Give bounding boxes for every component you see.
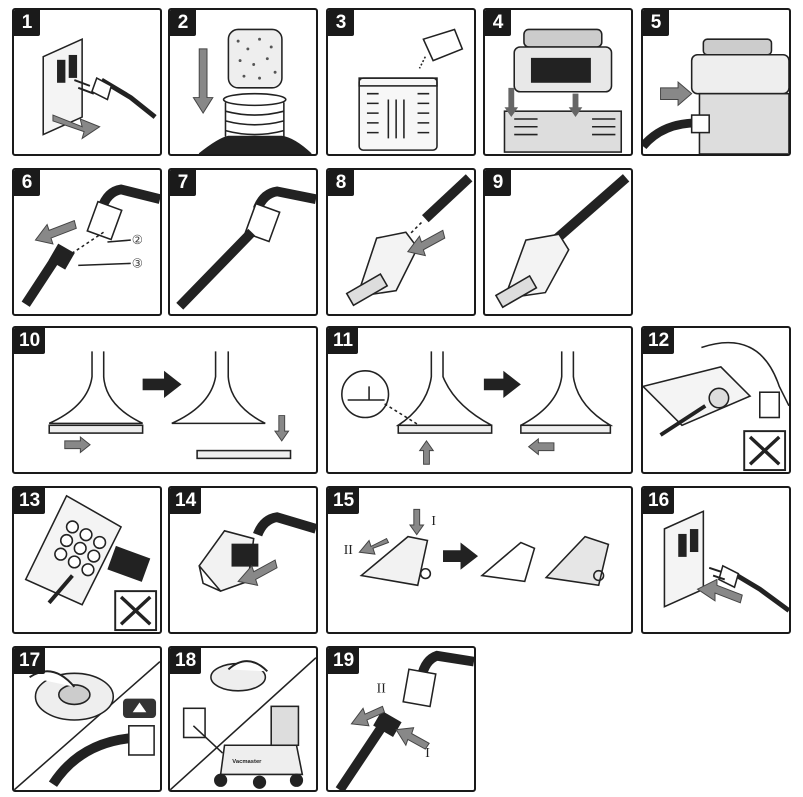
reinstall-nozzle-plate-illustration bbox=[341, 351, 614, 465]
remove-upholstery-tool-cover-illustration: I II bbox=[344, 508, 610, 587]
left-arrow-icon bbox=[527, 437, 555, 456]
step-number-badge: 13 bbox=[14, 488, 46, 514]
pull-arrow-icon bbox=[52, 114, 101, 140]
disconnect-wand-from-hose-illustration: II I bbox=[335, 650, 474, 790]
right-arrow-icon bbox=[660, 80, 693, 107]
attach-upholstery-tool-illustration bbox=[198, 512, 316, 593]
brand-label: Vacmaster bbox=[232, 759, 262, 765]
step-number-badge: 17 bbox=[14, 648, 46, 674]
step-number-badge: 7 bbox=[170, 170, 196, 196]
callout-3: ③ bbox=[132, 256, 143, 270]
step-4-panel: 4 bbox=[483, 8, 633, 156]
step-15-panel: 15 I II bbox=[326, 486, 633, 634]
step-number-badge: 3 bbox=[328, 10, 354, 36]
nozzle-attached-illustration bbox=[494, 174, 630, 309]
step-1-panel: 1 bbox=[12, 8, 162, 156]
right-arrow-icon bbox=[483, 370, 521, 399]
step-13-panel: 13 bbox=[12, 486, 162, 634]
step-number-badge: 2 bbox=[170, 10, 196, 36]
step-number-badge: 14 bbox=[170, 488, 202, 514]
step-14-panel: 14 bbox=[168, 486, 318, 634]
right-arrow-icon bbox=[142, 370, 182, 399]
fill-solution-tank-illustration bbox=[358, 28, 464, 151]
do-not-disassemble-nozzle-illustration bbox=[24, 494, 158, 632]
step-8-panel: 8 bbox=[326, 168, 476, 316]
wand-connected-illustration bbox=[176, 186, 316, 310]
step-18-panel: 18 Vacmaster bbox=[168, 646, 318, 792]
down-arrow-icon bbox=[504, 87, 519, 118]
down-arrow-icon bbox=[274, 415, 290, 442]
step-number-badge: 4 bbox=[485, 10, 511, 36]
unplug-from-outlet-illustration bbox=[42, 37, 157, 140]
step-number-badge: 1 bbox=[14, 10, 40, 36]
step-number-badge: 8 bbox=[328, 170, 354, 196]
step-number-badge: 12 bbox=[643, 328, 675, 354]
attach-nozzle-to-wand-illustration bbox=[345, 174, 473, 307]
down-arrow-icon bbox=[192, 48, 214, 115]
label-one: I bbox=[431, 513, 436, 528]
step-6-panel: 6 ② ③ bbox=[12, 168, 162, 316]
step-19-panel: 19 II I bbox=[326, 646, 476, 792]
step-3-panel: 3 bbox=[326, 8, 476, 156]
push-arrow-icon bbox=[34, 219, 77, 245]
mount-tank-on-base-illustration bbox=[503, 28, 623, 153]
connect-wand-to-hose-illustration: ② ③ bbox=[21, 184, 160, 307]
step-12-panel: 12 bbox=[641, 326, 791, 474]
vacuum-running-illustration: Vacmaster bbox=[170, 657, 316, 790]
press-power-and-spray-illustration bbox=[14, 661, 160, 790]
label-two: II bbox=[344, 542, 354, 557]
step-2-panel: 2 bbox=[168, 8, 318, 156]
step-7-panel: 7 bbox=[168, 168, 318, 316]
connect-hose-to-vacuum-illustration bbox=[643, 38, 789, 154]
up-arrow-icon bbox=[418, 440, 435, 465]
step-17-panel: 17 bbox=[12, 646, 162, 792]
step-9-panel: 9 bbox=[483, 168, 633, 316]
step-16-panel: 16 bbox=[641, 486, 791, 634]
step-number-badge: 15 bbox=[328, 488, 360, 514]
step-10-panel: 10 bbox=[12, 326, 318, 474]
right-arrow-icon bbox=[64, 435, 91, 454]
step-number-badge: 19 bbox=[328, 648, 360, 674]
plug-into-outlet-illustration bbox=[663, 510, 789, 613]
step-number-badge: 16 bbox=[643, 488, 675, 514]
prohibited-icon bbox=[743, 430, 787, 472]
prohibited-icon bbox=[114, 590, 158, 632]
push-arrow-icon bbox=[696, 578, 743, 604]
step-number-badge: 9 bbox=[485, 170, 511, 196]
push-arrow-icon bbox=[406, 229, 446, 257]
step-number-badge: 11 bbox=[328, 328, 359, 354]
step-number-badge: 6 bbox=[14, 170, 40, 196]
do-not-disassemble-hose-illustration bbox=[643, 341, 789, 472]
right-arrow-icon bbox=[443, 542, 479, 570]
left-arrow-icon bbox=[358, 537, 390, 555]
step-number-badge: 10 bbox=[14, 328, 46, 354]
pull-arrow-icon bbox=[350, 705, 386, 727]
down-arrow-icon bbox=[408, 508, 425, 536]
step-number-badge: 5 bbox=[643, 10, 669, 36]
slide-out-nozzle-plate-illustration bbox=[48, 351, 292, 460]
step-5-panel: 5 bbox=[641, 8, 791, 156]
step-number-badge: 18 bbox=[170, 648, 202, 674]
push-arrow-icon bbox=[395, 727, 430, 750]
label-one: I bbox=[425, 745, 430, 760]
install-foam-filter-illustration bbox=[192, 28, 312, 154]
callout-2: ② bbox=[132, 233, 143, 247]
label-two: II bbox=[377, 681, 387, 696]
push-arrow-icon bbox=[237, 559, 278, 586]
down-arrow-icon bbox=[568, 93, 583, 118]
step-11-panel: 11 bbox=[326, 326, 633, 474]
